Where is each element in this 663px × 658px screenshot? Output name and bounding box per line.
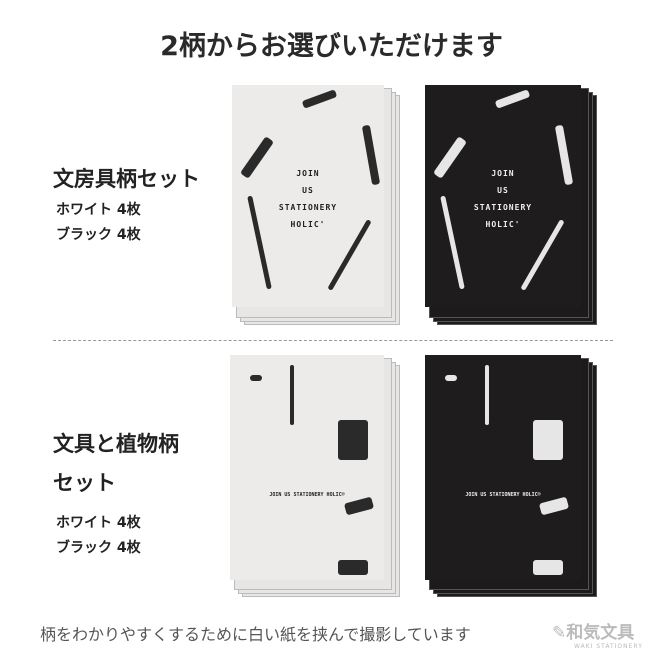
set1-black-count: ブラック 4枚 xyxy=(56,227,141,243)
print-line: HOLIC' xyxy=(485,220,521,229)
set2-black-count: ブラック 4枚 xyxy=(56,540,141,556)
set1-name: 文房具柄セット xyxy=(53,167,200,191)
eraser-icon xyxy=(338,560,368,575)
print-line: STATIONERY xyxy=(473,203,533,212)
pen-icon xyxy=(290,365,294,425)
brand-logo: ✎和気文具 WAKI STATIONERY xyxy=(552,618,643,650)
print-text: JOIN US STATIONERY HOLIC® xyxy=(465,492,541,498)
set1-black-folder: JOIN US STATIONERY HOLIC' xyxy=(425,85,600,325)
print-text: JOIN US STATIONERY HOLIC® xyxy=(269,492,345,498)
set2-white-folder: JOIN US STATIONERY HOLIC® xyxy=(230,355,402,600)
leaf-icon: ✎ xyxy=(552,623,567,643)
set1-white-folder: JOIN US STATIONERY HOLIC' xyxy=(232,85,402,325)
tape-icon xyxy=(250,375,262,381)
set2-name-line2: セット xyxy=(53,471,116,495)
set2-white-count: ホワイト 4枚 xyxy=(56,515,141,531)
clip-icon xyxy=(494,89,531,109)
print-line: JOIN xyxy=(491,169,515,178)
print-line: STATIONERY xyxy=(278,203,338,212)
tape-icon xyxy=(445,375,457,381)
print-line: US xyxy=(302,186,314,195)
set1-white-count: ホワイト 4枚 xyxy=(56,202,141,218)
set2-black-folder: JOIN US STATIONERY HOLIC® xyxy=(425,355,600,600)
notebook-icon xyxy=(533,420,563,460)
divider xyxy=(53,340,613,341)
print-line: HOLIC' xyxy=(290,220,326,229)
logo-name: 和気文具 xyxy=(566,623,635,643)
page-title: 2柄からお選びいただけます xyxy=(160,31,503,62)
notebook-icon xyxy=(338,420,368,460)
print-line: JOIN xyxy=(296,169,320,178)
eraser-icon xyxy=(533,560,563,575)
pen-icon xyxy=(485,365,489,425)
print-line: US xyxy=(497,186,509,195)
set2-name-line1: 文具と植物柄 xyxy=(53,432,179,456)
footer-note: 柄をわかりやすくするために白い紙を挟んで撮影しています xyxy=(40,625,471,644)
clip-icon xyxy=(301,89,338,109)
logo-sub: WAKI STATIONERY xyxy=(574,643,643,650)
